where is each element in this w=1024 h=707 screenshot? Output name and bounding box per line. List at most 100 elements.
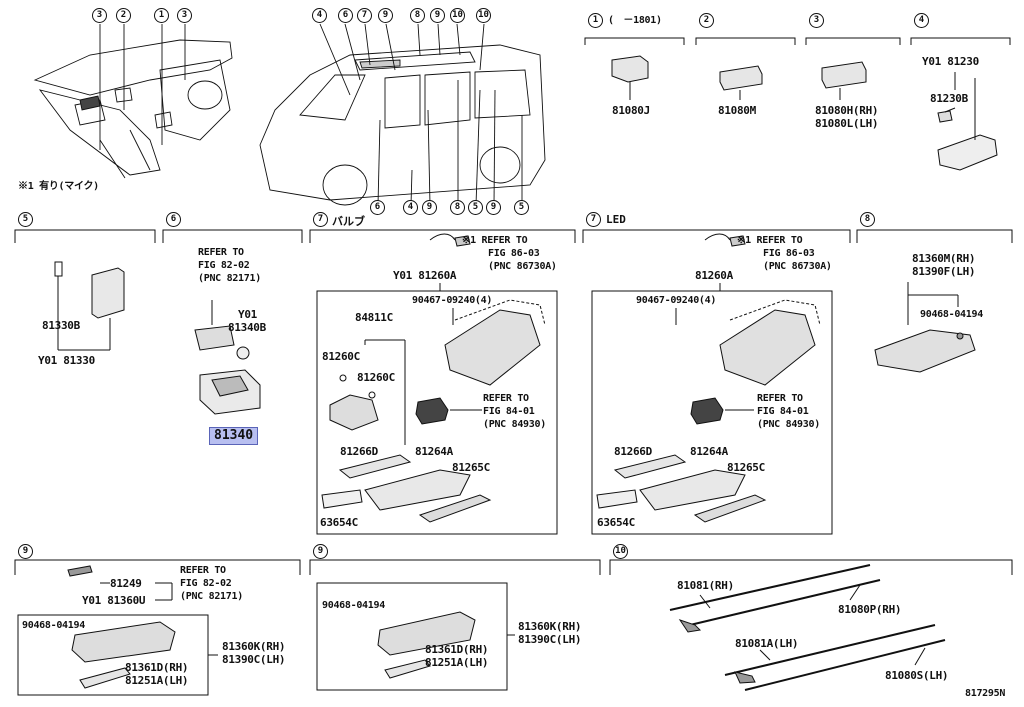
section-number: 5 (18, 212, 33, 227)
part-number: 81260A (695, 269, 733, 282)
section-number: 4 (914, 13, 929, 28)
part-number: 81264A (690, 445, 728, 458)
part-number: 81081(RH) (677, 579, 734, 592)
section-number: 8 (860, 212, 875, 227)
callout-circle: 9 (486, 200, 501, 215)
diagram-id: 817295N (965, 688, 1006, 699)
part-number: 81080J (612, 104, 650, 117)
section-label: バルブ (332, 215, 365, 228)
part-number: 81251A(LH) (425, 656, 489, 669)
part-number: 81390F(LH) (912, 265, 976, 278)
section-number: 10 (613, 544, 628, 559)
refer-text: (PNC 84930) (757, 419, 820, 430)
callout-circle: 10 (450, 8, 465, 23)
callout-circle: 2 (116, 8, 131, 23)
section-number: 7 (586, 212, 601, 227)
part-number: 90468-04194 (322, 600, 385, 611)
part-number: 63654C (597, 516, 635, 529)
callout-circle: 8 (410, 8, 425, 23)
section-number: 7 (313, 212, 328, 227)
section-number: 1 (588, 13, 603, 28)
refer-text: FIG 84-01 (483, 406, 535, 417)
part-number: Y01 81360U (82, 594, 146, 607)
part-number: 81265C (452, 461, 490, 474)
part-number: 90468-04194 (22, 620, 85, 631)
part-number: 81361D(RH) (125, 661, 189, 674)
part-number: 90468-04194 (920, 309, 983, 320)
callout-circle: 6 (338, 8, 353, 23)
highlighted-part-number[interactable]: 81340 (209, 427, 259, 445)
part-number: 81266D (340, 445, 378, 458)
refer-text: FIG 86-03 (763, 248, 815, 259)
callout-circle: 8 (450, 200, 465, 215)
part-number: 81080P(RH) (838, 603, 902, 616)
refer-text: REFER TO (180, 565, 226, 576)
callout-circle: 7 (357, 8, 372, 23)
section-condition: ( －1801) (608, 15, 662, 26)
callout-circle: 3 (177, 8, 192, 23)
section-number: 9 (18, 544, 33, 559)
part-number: 81081A(LH) (735, 637, 799, 650)
part-number: 81360K(RH) (518, 620, 582, 633)
part-number: 81390C(LH) (222, 653, 286, 666)
part-number: 81249 (110, 577, 142, 590)
refer-text: (PNC 82171) (180, 591, 243, 602)
part-number: 81251A(LH) (125, 674, 189, 687)
callout-circle: 9 (430, 8, 445, 23)
part-number: 81080M (718, 104, 756, 117)
part-number: 81361D(RH) (425, 643, 489, 656)
callout-circle: 5 (468, 200, 483, 215)
section-number: 2 (699, 13, 714, 28)
part-number: 84811C (355, 311, 393, 324)
part-number: 81360K(RH) (222, 640, 286, 653)
refer-text: (PNC 86730A) (763, 261, 832, 272)
part-number: 90467-09240(4) (636, 295, 717, 306)
callout-circle: 3 (92, 8, 107, 23)
part-number: 81390C(LH) (518, 633, 582, 646)
interior-sketch (33, 24, 233, 179)
part-number: Y01 81260A (393, 269, 457, 282)
part-number: 81264A (415, 445, 453, 458)
part-number: 90467-09240(4) (412, 295, 493, 306)
callout-circle: 10 (476, 8, 491, 23)
refer-text: REFER TO (483, 393, 529, 404)
section-number: 6 (166, 212, 181, 227)
callout-circle: 6 (370, 200, 385, 215)
callout-circle: 9 (422, 200, 437, 215)
refer-text: REFER TO (757, 393, 803, 404)
refer-text: ※1 REFER TO (462, 235, 528, 246)
part-number: 63654C (320, 516, 358, 529)
callout-circle: 4 (403, 200, 418, 215)
refer-text: (PNC 86730A) (488, 261, 557, 272)
refer-text: FIG 84-01 (757, 406, 809, 417)
callout-circle: 5 (514, 200, 529, 215)
part-number: Y01 81230 (922, 55, 979, 68)
part-number: 81330B (42, 319, 80, 332)
part-number: 81340B (228, 321, 266, 334)
part-number: 81080L(LH) (815, 117, 879, 130)
part-number: 81230B (930, 92, 968, 105)
section-label: LED (606, 213, 626, 226)
callout-circle: 4 (312, 8, 327, 23)
refer-text: REFER TO (198, 247, 244, 258)
part-number: 81265C (727, 461, 765, 474)
callout-circle: 9 (378, 8, 393, 23)
part-number: 81360M(RH) (912, 252, 976, 265)
refer-text: FIG 82-02 (198, 260, 250, 271)
callout-circle: 1 (154, 8, 169, 23)
part-number: 81266D (614, 445, 652, 458)
refer-text: FIG 82-02 (180, 578, 232, 589)
part-number: 81080H(RH) (815, 104, 879, 117)
refer-text: FIG 86-03 (488, 248, 540, 259)
part-number: 81080S(LH) (885, 669, 949, 682)
mic-note: ※1 有り(マイク) (18, 181, 99, 192)
refer-text: (PNC 82171) (198, 273, 261, 284)
refer-text: (PNC 84930) (483, 419, 546, 430)
part-number: Y01 (238, 308, 257, 321)
section-number: 9 (313, 544, 328, 559)
part-number: Y01 81330 (38, 354, 95, 367)
van-sketch (259, 23, 546, 206)
section-number: 3 (809, 13, 824, 28)
